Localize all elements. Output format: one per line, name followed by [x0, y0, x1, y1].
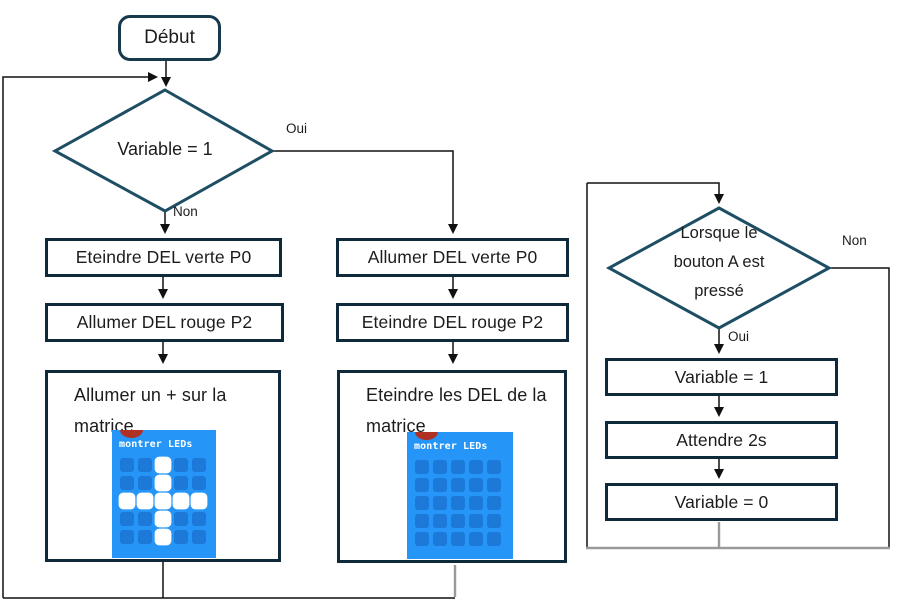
led-off	[433, 478, 447, 492]
led-off	[415, 514, 429, 528]
led-on	[154, 510, 172, 528]
led-on	[154, 456, 172, 474]
led-off	[433, 514, 447, 528]
led-off	[192, 458, 206, 472]
led-off	[120, 512, 134, 526]
led-off	[138, 530, 152, 544]
led-on	[190, 492, 208, 510]
led-off	[433, 460, 447, 474]
led-off	[415, 478, 429, 492]
decision-line-1: Lorsque le	[680, 224, 758, 242]
led-off	[487, 478, 501, 492]
process-variable-0: Variable = 0	[605, 483, 838, 521]
led-off	[120, 476, 134, 490]
led-matrix-grid	[415, 460, 513, 546]
connector-loopback-left	[2, 72, 158, 598]
led-off	[487, 532, 501, 546]
process-attendre-2s: Attendre 2s	[605, 421, 838, 459]
block-red-circle-icon	[415, 432, 438, 440]
connector-loop2-non	[829, 267, 890, 548]
led-on	[136, 492, 154, 510]
process-allumer-plus-matrice: Allumer un + sur la matrice montrer LEDs	[45, 370, 281, 562]
led-off	[451, 460, 465, 474]
process-variable-1: Variable = 1	[605, 358, 838, 396]
led-off	[487, 514, 501, 528]
process-label: Allumer DEL verte P0	[367, 247, 538, 267]
connector-loop2-top	[587, 182, 724, 204]
led-off	[174, 530, 188, 544]
led-off	[469, 460, 483, 474]
makecode-block-title: montrer LEDs	[119, 439, 193, 450]
led-off	[138, 458, 152, 472]
makecode-show-leds-block-empty: montrer LEDs	[407, 432, 513, 559]
led-off	[192, 512, 206, 526]
led-off	[138, 512, 152, 526]
led-off	[469, 478, 483, 492]
led-off	[192, 476, 206, 490]
process-label: Eteindre DEL rouge P2	[361, 312, 544, 332]
led-on	[154, 492, 172, 510]
process-label: Variable = 0	[674, 491, 769, 512]
led-off	[192, 530, 206, 544]
process-label: Variable = 1	[674, 366, 769, 387]
decision-variable-diamond	[51, 88, 276, 213]
led-on	[172, 492, 190, 510]
start-label: Début	[144, 27, 195, 48]
process-allumer-del-rouge: Allumer DEL rouge P2	[45, 303, 284, 342]
process-label: Eteindre les DEL de la matrice	[366, 385, 547, 436]
process-label: Attendre 2s	[676, 429, 767, 450]
decision-variable-label: Variable = 1	[117, 139, 213, 159]
led-matrix-grid	[118, 456, 216, 546]
led-on	[154, 474, 172, 492]
led-off	[174, 476, 188, 490]
led-off	[487, 460, 501, 474]
led-on	[118, 492, 136, 510]
led-off	[469, 514, 483, 528]
led-off	[451, 514, 465, 528]
led-off	[433, 532, 447, 546]
process-eteindre-del-rouge: Eteindre DEL rouge P2	[336, 303, 569, 342]
connector-oui-branch	[272, 150, 458, 234]
edge-label-oui-main: Oui	[286, 121, 308, 136]
makecode-block-title: montrer LEDs	[414, 441, 488, 452]
led-off	[415, 460, 429, 474]
led-off	[469, 532, 483, 546]
decision-line-3: pressé	[694, 282, 744, 300]
edge-label-non-button: Non	[842, 233, 867, 248]
block-red-circle-icon	[120, 430, 143, 438]
led-off	[120, 458, 134, 472]
led-off	[451, 532, 465, 546]
process-eteindre-del-verte: Eteindre DEL verte P0	[45, 238, 282, 277]
led-off	[451, 496, 465, 510]
edge-label-oui-button: Oui	[728, 329, 750, 344]
process-label: Eteindre DEL verte P0	[75, 247, 252, 267]
led-off	[174, 458, 188, 472]
led-off	[415, 532, 429, 546]
process-label: Allumer DEL rouge P2	[76, 312, 253, 332]
led-off	[487, 496, 501, 510]
process-allumer-del-verte: Allumer DEL verte P0	[336, 238, 569, 277]
decision-button-a-label: Lorsque le bouton A est pressé	[634, 219, 804, 306]
led-off	[451, 478, 465, 492]
led-off	[138, 476, 152, 490]
led-off	[469, 496, 483, 510]
start-node: Début	[118, 15, 221, 61]
decision-line-2: bouton A est	[673, 253, 765, 271]
edge-label-non-main: Non	[173, 204, 198, 219]
makecode-show-leds-block-plus: montrer LEDs	[112, 430, 216, 558]
decision-button-a-diamond	[605, 206, 833, 330]
led-off	[174, 512, 188, 526]
led-off	[415, 496, 429, 510]
process-eteindre-matrice: Eteindre les DEL de la matrice montrer L…	[337, 370, 567, 563]
led-off	[433, 496, 447, 510]
led-off	[120, 530, 134, 544]
led-on	[154, 528, 172, 546]
